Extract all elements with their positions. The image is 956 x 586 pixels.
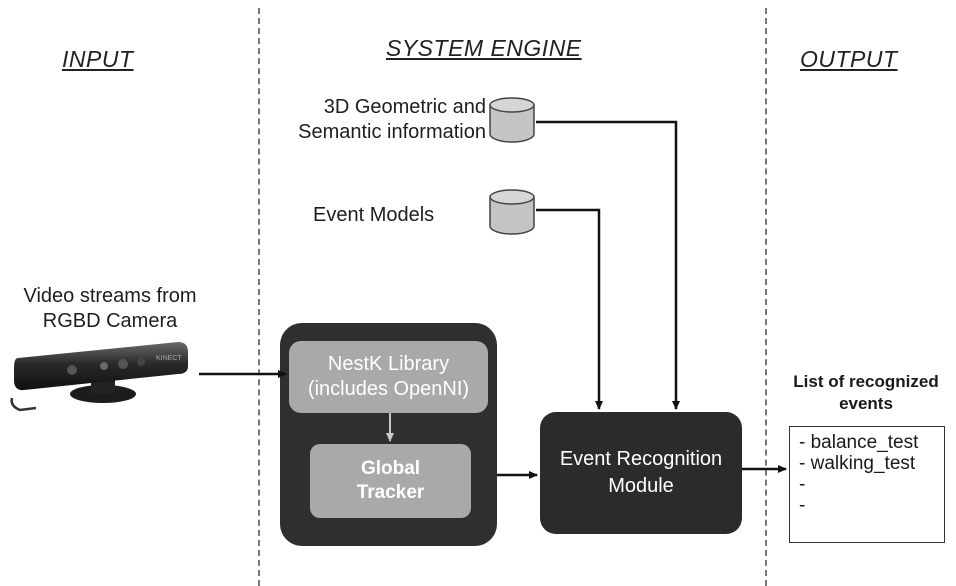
device-badge: KINECT: [156, 355, 182, 362]
output-title-line2: events: [839, 394, 893, 413]
output-list-title: List of recognized events: [768, 371, 956, 415]
erm-line2: Module: [608, 475, 674, 497]
geometric-database-icon: [489, 97, 535, 143]
geometric-info-line2: Semantic information: [298, 121, 486, 143]
arrow-geometric-db-to-erm: [536, 120, 680, 410]
event-recognition-module-box: Event Recognition Module: [540, 412, 742, 534]
input-label-line2: RGBD Camera: [42, 310, 178, 332]
tracker-line2: Tracker: [356, 482, 425, 503]
global-tracker-box: Global Tracker: [310, 444, 471, 518]
geometric-info-line1: 3D Geometric and: [323, 96, 486, 118]
output-title-line1: List of recognized: [793, 372, 939, 391]
list-item: - balance_test: [799, 432, 919, 453]
nestk-line1: NestK Library: [327, 353, 450, 375]
list-item: -: [799, 474, 806, 495]
heading-output: OUTPUT: [800, 46, 898, 72]
recognized-events-list: - balance_test - walking_test - -: [789, 426, 945, 543]
tracker-line1: Global: [360, 458, 421, 479]
geometric-info-label: 3D Geometric and Semantic information: [266, 95, 486, 145]
event-models-database-icon: [489, 189, 535, 235]
input-label-line1: Video streams from: [23, 285, 197, 307]
erm-line1: Event Recognition: [559, 448, 723, 470]
nestk-library-box: NestK Library (includes OpenNI): [289, 341, 488, 413]
nestk-line2: (includes OpenNI): [307, 378, 470, 400]
heading-input: INPUT: [62, 46, 134, 72]
heading-system-engine: SYSTEM ENGINE: [386, 35, 582, 61]
rgbd-camera-icon: KINECT: [10, 342, 188, 412]
list-item: -: [799, 495, 806, 516]
input-label: Video streams from RGBD Camera: [0, 284, 220, 334]
separator-right: [765, 8, 767, 586]
separator-left: [258, 8, 260, 586]
arrow-event-models-to-erm: [536, 208, 603, 410]
event-models-label: Event Models: [313, 204, 435, 226]
list-item: - walking_test: [799, 453, 916, 474]
